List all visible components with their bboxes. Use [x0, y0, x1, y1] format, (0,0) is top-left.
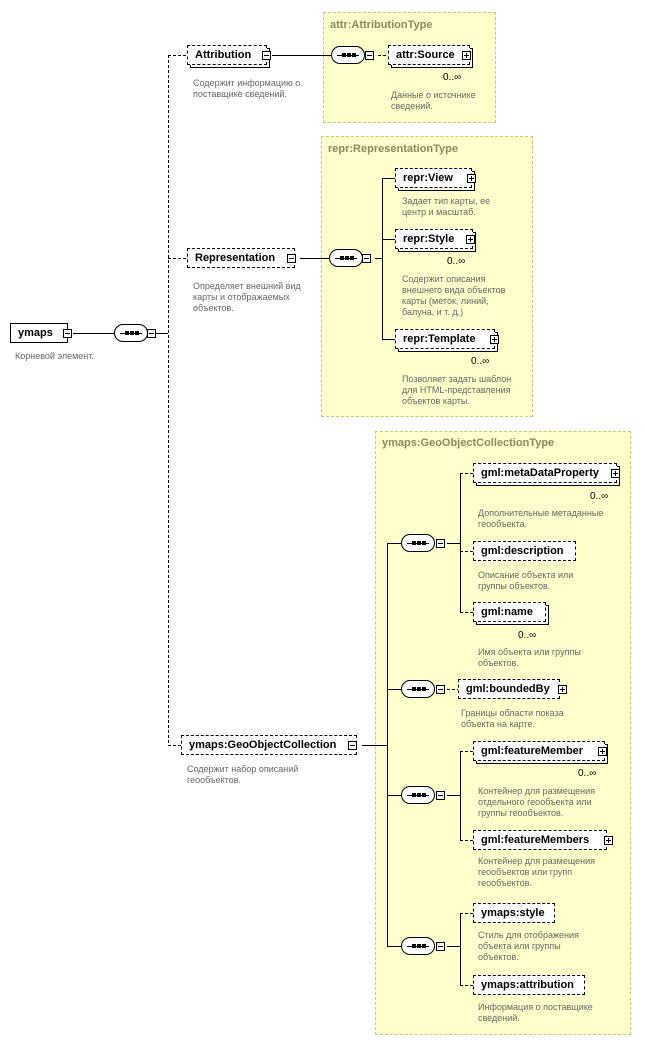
element-repr-template[interactable]: repr:Template: [395, 329, 495, 349]
collapse-icon[interactable]: [436, 685, 445, 694]
expand-icon[interactable]: [466, 235, 475, 244]
representation-type-title: repr:RepresentationType: [328, 143, 458, 155]
repr-style-description: Содержит описания внешнего вида объектов…: [402, 274, 506, 317]
element-gml-boundedby[interactable]: gml:boundedBy: [458, 679, 560, 699]
expand-icon[interactable]: [462, 51, 471, 60]
ymaps-attribution-description: Информация о поставщике сведений.: [478, 1002, 593, 1023]
root-element-ymaps[interactable]: ymaps: [10, 323, 68, 343]
geo-collection-type-title: ymaps:GeoObjectCollectionType: [382, 437, 555, 449]
ymaps-style-label: ymaps:style: [481, 907, 545, 919]
attr-source-cardinality: 0..∞: [443, 72, 462, 83]
sequence-compositor-icon[interactable]: [401, 534, 435, 552]
repr-style-cardinality: 0..∞: [447, 256, 466, 267]
expand-icon[interactable]: [604, 836, 613, 845]
expand-icon[interactable]: [490, 335, 499, 344]
representation-label: Representation: [195, 252, 276, 264]
element-representation[interactable]: Representation: [187, 248, 295, 268]
element-gml-featuremembers[interactable]: gml:featureMembers: [473, 830, 607, 850]
gml-members-label: gml:featureMembers: [481, 834, 590, 846]
element-gml-featuremember[interactable]: gml:featureMember: [473, 741, 605, 761]
attribution-type-title: attr:AttributionType: [330, 19, 433, 31]
gml-member-cardinality: 0..∞: [578, 768, 597, 779]
repr-template-description: Позволяет задать шаблон для HTML-предста…: [402, 374, 512, 406]
repr-view-label: repr:View: [403, 172, 453, 184]
geo-collection-type-group: [375, 431, 631, 1035]
collapse-icon[interactable]: [147, 329, 156, 338]
element-gml-metadataproperty[interactable]: gml:metaDataProperty: [473, 463, 617, 483]
collapse-icon[interactable]: [348, 741, 357, 750]
repr-style-label: repr:Style: [403, 233, 455, 245]
gml-name-label: gml:name: [481, 606, 533, 618]
root-description: Корневой элемент.: [15, 351, 94, 361]
ymaps-attribution-label: ymaps:attribution: [481, 979, 574, 991]
geo-collection-description: Содержит набор описаний геообъектов.: [187, 764, 299, 785]
attribution-label: Attribution: [195, 49, 252, 61]
element-attribution[interactable]: Attribution: [187, 45, 267, 65]
collapse-icon[interactable]: [362, 254, 371, 263]
attr-source-description: Данные о источнике сведений.: [391, 90, 476, 111]
element-ymaps-style[interactable]: ymaps:style: [473, 903, 555, 923]
collapse-icon[interactable]: [365, 51, 374, 60]
element-gml-name[interactable]: gml:name: [473, 602, 546, 622]
sequence-compositor-icon[interactable]: [329, 249, 363, 267]
gml-name-description: Имя объекта или группы объектов.: [478, 647, 581, 668]
gml-bounded-label: gml:boundedBy: [466, 683, 550, 695]
element-repr-view[interactable]: repr:View: [395, 168, 472, 188]
collapse-icon[interactable]: [436, 539, 445, 548]
gml-description-description: Описание объекта или группы объектов.: [478, 570, 574, 591]
root-label: ymaps: [18, 327, 53, 339]
collapse-icon[interactable]: [436, 791, 445, 800]
geo-collection-label: ymaps:GeoObjectCollection: [189, 739, 337, 751]
gml-name-cardinality: 0..∞: [518, 630, 537, 641]
element-geo-object-collection[interactable]: ymaps:GeoObjectCollection: [181, 735, 357, 755]
sequence-compositor-icon[interactable]: [401, 680, 435, 698]
element-attr-source[interactable]: attr:Source: [388, 45, 470, 65]
sequence-compositor-icon[interactable]: [331, 46, 365, 64]
gml-description-label: gml:description: [481, 545, 564, 557]
sequence-compositor-icon[interactable]: [401, 786, 435, 804]
gml-member-label: gml:featureMember: [481, 745, 584, 757]
element-repr-style[interactable]: repr:Style: [395, 229, 473, 249]
gml-bounded-description: Границы области показа объекта на карте.: [461, 708, 564, 729]
gml-member-description: Контейнер для размещения отдельного геоо…: [478, 786, 596, 818]
element-gml-description[interactable]: gml:description: [473, 541, 576, 561]
element-ymaps-attribution[interactable]: ymaps:attribution: [473, 975, 585, 995]
expand-icon[interactable]: [611, 469, 620, 478]
gml-meta-cardinality: 0..∞: [590, 491, 609, 502]
gml-members-description: Контейнер для размещения геообъектов или…: [478, 856, 596, 888]
representation-description: Определяет внешний вид карты и отображае…: [193, 281, 301, 313]
repr-template-label: repr:Template: [403, 333, 476, 345]
ymaps-style-description: Стиль для отображения объекта или группы…: [478, 930, 579, 962]
collapse-icon[interactable]: [287, 254, 296, 263]
attribution-description: Содержит информацию о поставщике сведени…: [193, 78, 301, 99]
collapse-icon[interactable]: [63, 329, 72, 338]
expand-icon[interactable]: [598, 747, 607, 756]
expand-icon[interactable]: [467, 174, 476, 183]
gml-meta-label: gml:metaDataProperty: [481, 467, 599, 479]
attr-source-label: attr:Source: [396, 49, 455, 61]
repr-template-cardinality: 0..∞: [471, 356, 490, 367]
sequence-compositor-icon[interactable]: [114, 324, 148, 342]
expand-icon[interactable]: [558, 685, 567, 694]
collapse-icon[interactable]: [436, 942, 445, 951]
attribution-type-group: [323, 12, 496, 123]
collapse-icon[interactable]: [262, 51, 271, 60]
gml-meta-description: Дополнительные метаданные геообъекта.: [478, 508, 604, 529]
repr-view-description: Задает тип карты, ее центр и масштаб.: [402, 196, 491, 217]
sequence-compositor-icon[interactable]: [401, 937, 435, 955]
